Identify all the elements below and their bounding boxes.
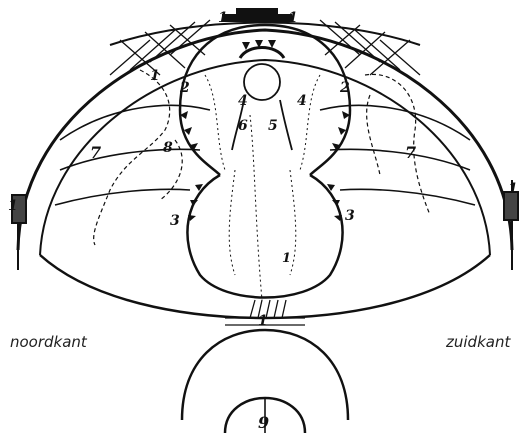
top-plaque <box>222 8 292 22</box>
number-labels: 1 1 1 1 1 1 1 2 2 3 3 4 4 5 6 7 7 8 9 <box>8 10 518 432</box>
label-7-right: 7 <box>405 143 416 162</box>
halo-serrations <box>180 40 350 221</box>
label-9: 9 <box>258 413 269 432</box>
label-4-left: 4 <box>238 93 248 109</box>
outer-vault <box>18 30 512 318</box>
label-4-right: 4 <box>297 93 307 109</box>
label-1-bottom: 1 <box>258 313 268 329</box>
left-figure <box>94 70 183 245</box>
label-3-left: 3 <box>170 213 180 229</box>
label-1-left: 1 <box>150 68 160 84</box>
label-2-left: 2 <box>179 80 190 96</box>
mandorla <box>180 25 350 298</box>
label-1-top-right: 1 <box>288 10 298 26</box>
label-1-top-left: 1 <box>218 10 228 26</box>
label-5: 5 <box>268 118 278 134</box>
label-8: 8 <box>163 140 173 156</box>
label-1-far-right: 1 <box>508 181 518 197</box>
caption-north: noordkant <box>10 333 88 351</box>
label-3-right: 3 <box>345 208 355 224</box>
label-6: 6 <box>238 118 248 134</box>
side-posts <box>12 180 518 270</box>
label-1-far-left: 1 <box>8 198 18 214</box>
label-1-inner: 1 <box>282 251 291 266</box>
label-7-left: 7 <box>90 143 101 162</box>
label-2-right: 2 <box>339 80 350 96</box>
caption-south: zuidkant <box>445 333 511 351</box>
